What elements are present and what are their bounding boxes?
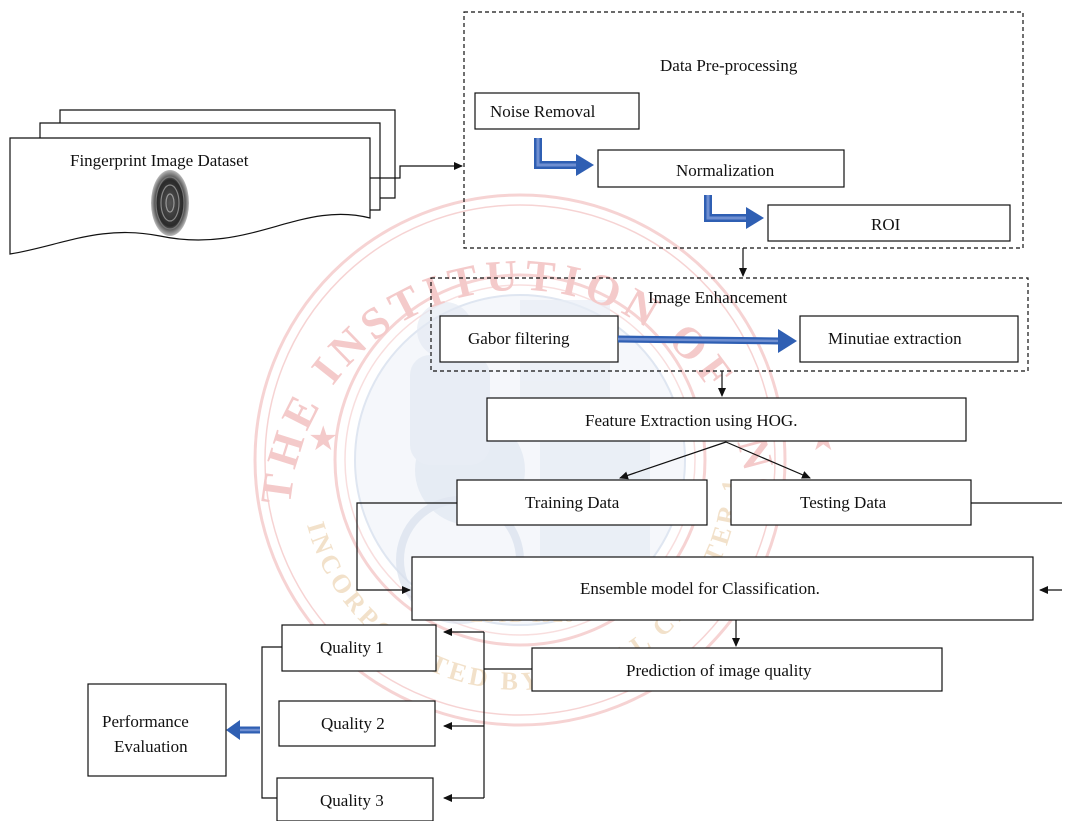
enhancement-title: Image Enhancement bbox=[648, 288, 788, 307]
performance-evaluation-box bbox=[87, 683, 227, 777]
quality-1-box bbox=[281, 624, 437, 672]
feature-to-training-arrow bbox=[619, 441, 727, 480]
enhancement-group bbox=[430, 277, 1029, 372]
dataset-to-preprocessing-arrow bbox=[370, 162, 463, 179]
fingerprint-dataset-stack: Fingerprint Image Dataset bbox=[9, 109, 396, 255]
prediction-box bbox=[531, 647, 943, 692]
quality-1-label: Quality 1 bbox=[320, 638, 384, 657]
testing-to-ensemble-arrow bbox=[971, 502, 1062, 590]
prediction-label: Prediction of image quality bbox=[626, 661, 812, 680]
qualities-to-performance-arrow-icon bbox=[226, 720, 260, 740]
gabor-filtering-box bbox=[439, 315, 619, 363]
normalization-box bbox=[597, 149, 845, 188]
roi-box bbox=[767, 204, 1011, 242]
normalization-label: Normalization bbox=[676, 161, 775, 180]
quality-2-box bbox=[278, 700, 436, 747]
testing-data-label: Testing Data bbox=[800, 493, 887, 512]
dataset-label: Fingerprint Image Dataset bbox=[70, 151, 249, 170]
noise-to-normalization-arrow-icon bbox=[534, 138, 594, 176]
gabor-filtering-label: Gabor filtering bbox=[468, 329, 570, 348]
performance-evaluation-line-2: Evaluation bbox=[114, 737, 188, 756]
training-to-ensemble-arrow bbox=[356, 502, 457, 594]
testing-data-box bbox=[730, 479, 972, 526]
watermark-left-star-icon: ★ bbox=[308, 421, 338, 458]
prediction-to-qualities-connector bbox=[483, 632, 532, 798]
training-data-label: Training Data bbox=[525, 493, 620, 512]
fingerprint-image-icon bbox=[151, 170, 189, 236]
noise-removal-box bbox=[474, 92, 640, 130]
quality-3-box bbox=[276, 777, 434, 821]
preprocessing-title: Data Pre-processing bbox=[660, 56, 798, 75]
performance-evaluation-line-1: Performance bbox=[102, 712, 189, 731]
quality-3-label: Quality 3 bbox=[320, 791, 384, 810]
quality-2-label: Quality 2 bbox=[321, 714, 385, 733]
ensemble-model-box bbox=[411, 556, 1034, 621]
training-data-box bbox=[456, 479, 708, 526]
feature-to-testing-arrow bbox=[725, 441, 811, 479]
minutiae-extraction-box bbox=[799, 315, 1019, 363]
noise-removal-label: Noise Removal bbox=[490, 102, 596, 121]
minutiae-extraction-label: Minutiae extraction bbox=[828, 329, 962, 348]
feature-extraction-box bbox=[486, 397, 967, 442]
qualities-bracket-connector bbox=[261, 646, 282, 799]
feature-extraction-label: Feature Extraction using HOG. bbox=[585, 411, 797, 430]
roi-label: ROI bbox=[871, 215, 901, 234]
gabor-to-minutiae-arrow-icon bbox=[617, 329, 797, 353]
normalization-to-roi-arrow-icon bbox=[704, 195, 764, 229]
ensemble-model-label: Ensemble model for Classification. bbox=[580, 579, 820, 598]
